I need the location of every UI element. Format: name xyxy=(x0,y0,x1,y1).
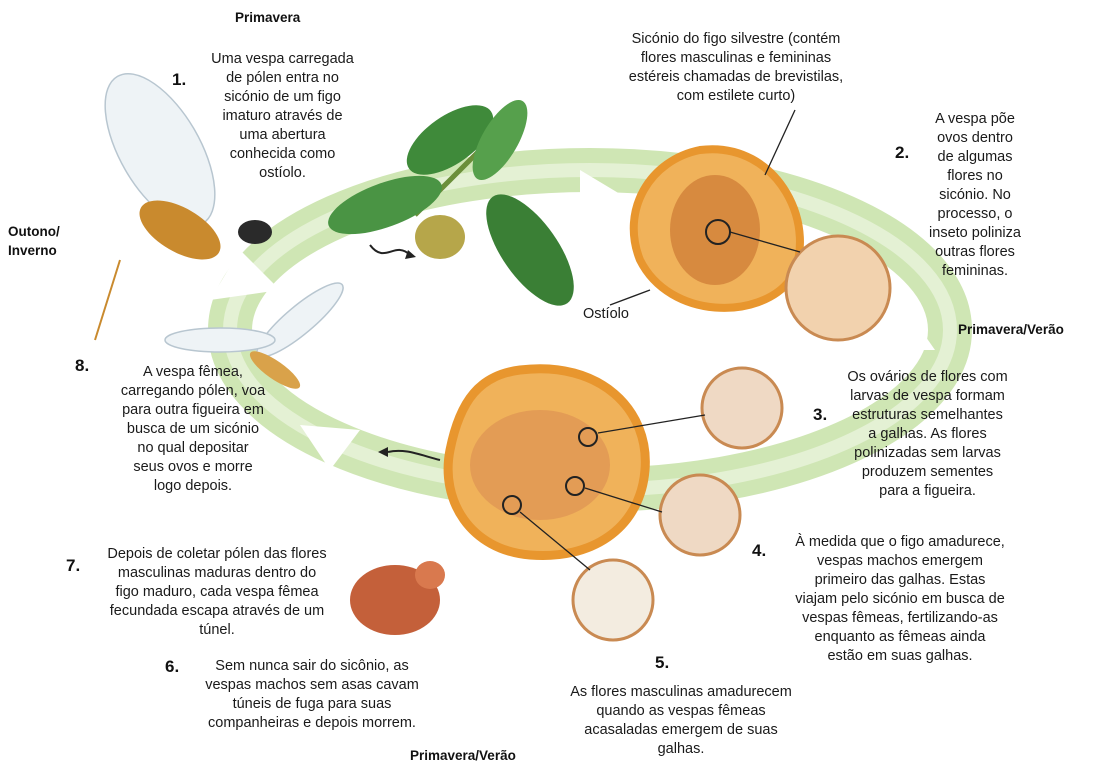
step-1-number: 1. xyxy=(172,70,186,90)
male-wasp xyxy=(350,561,445,635)
step-6-text: Sem nunca sair do sicônio, as vespas mac… xyxy=(182,657,442,733)
step-4-number: 4. xyxy=(752,541,766,561)
step-3-text: Os ovários de flores com larvas de vespa… xyxy=(830,368,1025,501)
season-top: Primavera xyxy=(235,10,300,25)
syconium-label: Sicónio do figo silvestre (contém flores… xyxy=(610,30,862,106)
step-3-number: 3. xyxy=(813,405,827,425)
step-7-text: Depois de coletar pólen das flores mascu… xyxy=(82,545,352,640)
season-right: Primavera/Verão xyxy=(958,322,1064,337)
season-bottom: Primavera/Verão xyxy=(410,748,516,763)
step-2-text: A vespa põe ovos dentro de algumas flore… xyxy=(910,110,1040,281)
step-4-text: À medida que o figo amadurece, vespas ma… xyxy=(770,533,1030,666)
step-2-number: 2. xyxy=(895,143,909,163)
step-6-number: 6. xyxy=(165,657,179,677)
step-7-number: 7. xyxy=(66,556,80,576)
step-5-text: As flores masculinas amadurecem quando a… xyxy=(550,683,812,759)
step-5-number: 5. xyxy=(655,653,669,673)
step-8-text: A vespa fêmea, carregando pólen, voa par… xyxy=(88,363,298,496)
step-1-text: Uma vespa carregada de pólen entra no si… xyxy=(195,50,370,183)
season-left: Outono/ Inverno xyxy=(8,222,60,260)
ostiole-label: Ostíolo xyxy=(583,305,629,324)
